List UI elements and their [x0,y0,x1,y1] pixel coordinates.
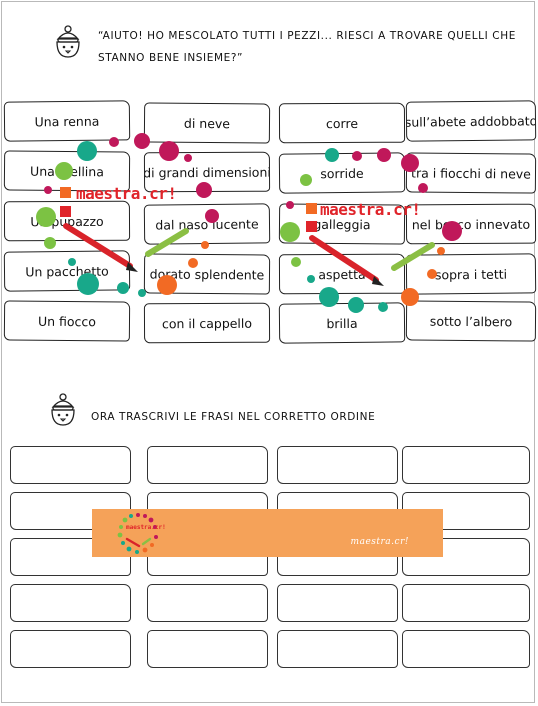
logo-icon [117,513,158,554]
card-subject[interactable]: Un pacchetto [3,250,131,292]
answer-box[interactable] [10,446,131,484]
owl-icon [51,393,75,426]
answer-box[interactable] [402,630,530,668]
prompt-line-1: “AIUTO! HO MESCOLATO TUTTI I PEZZI... RI… [98,30,516,42]
card-descriptor[interactable]: con il cappello [143,302,271,344]
answer-box[interactable] [277,630,398,668]
card-verb[interactable]: corre [278,102,406,144]
owl-icon [56,25,80,58]
banner-watermark-text: maestra.cr! [350,537,409,547]
answer-box[interactable] [10,630,131,668]
card-place[interactable]: sull’abete addobbato [405,100,537,142]
answer-box[interactable] [402,584,530,622]
card-subject[interactable]: Un pupazzo [3,200,131,242]
answer-box[interactable] [402,446,530,484]
watermark-text-left: maestra.cr! [76,184,177,203]
answer-box[interactable] [147,446,268,484]
answer-box[interactable] [147,630,268,668]
answer-box[interactable] [10,584,131,622]
card-place[interactable]: tra i fiocchi di neve [405,152,537,194]
watermark-banner: maestra.cr! maestra.cr! [92,509,443,557]
card-place[interactable]: nel bosco innevato [405,203,537,245]
card-subject[interactable]: Una renna [3,100,131,142]
card-subject[interactable]: Un fiocco [3,300,131,342]
card-descriptor[interactable]: di neve [143,102,271,144]
answer-box[interactable] [147,584,268,622]
card-verb[interactable]: brilla [278,302,406,344]
instruction-text: ORA TRASCRIVI LE FRASI NEL CORRETTO ORDI… [91,411,376,423]
banner-logo-text: maestra.cr! [126,524,166,531]
card-verb[interactable]: aspetta [278,253,406,295]
watermark-text-right: maestra.cr! [320,200,421,219]
card-descriptor[interactable]: dorato splendente [143,253,271,295]
prompt-line-2: STANNO BENE INSIEME?” [98,52,244,64]
card-verb[interactable]: sorride [278,152,406,194]
answer-box[interactable] [277,584,398,622]
card-place[interactable]: sotto l’albero [405,300,537,342]
answer-box[interactable] [277,446,398,484]
card-descriptor[interactable]: dal naso lucente [143,203,271,245]
card-place[interactable]: sopra i tetti [405,253,537,295]
